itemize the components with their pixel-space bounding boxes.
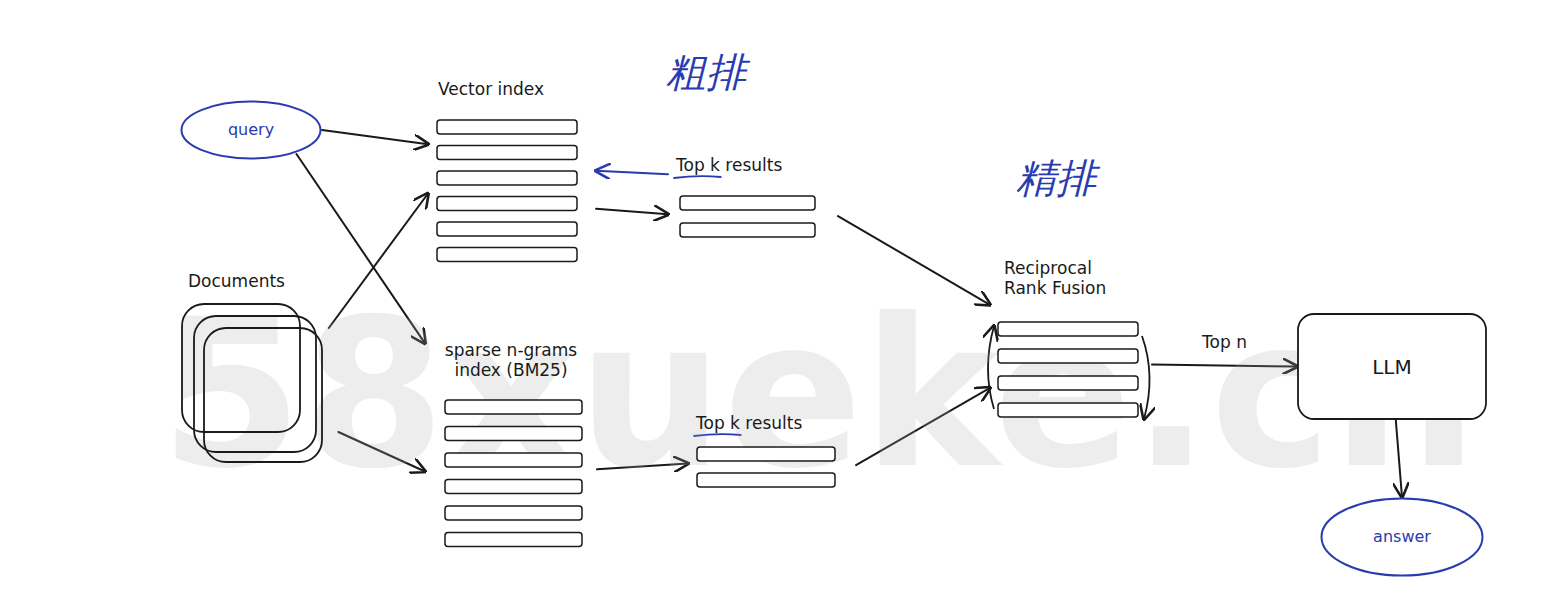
fusion-list: Reciprocal Rank Fusion xyxy=(990,255,1152,421)
list-row xyxy=(445,427,582,441)
handwritten-note: 精排 xyxy=(1016,156,1096,200)
query-ellipse: query xyxy=(180,100,322,160)
node-text: Reciprocal Rank Fusion xyxy=(990,255,1134,299)
ellipse-outline xyxy=(1322,499,1483,576)
list-row xyxy=(445,480,582,494)
list-row xyxy=(697,447,835,461)
results-list: Top k results xyxy=(668,152,838,241)
underline-mark xyxy=(674,176,721,178)
documents-stack: Documents xyxy=(180,268,340,468)
node-text: answer xyxy=(1373,527,1431,546)
list-row xyxy=(437,171,577,185)
node-outline xyxy=(428,76,596,266)
list-row xyxy=(680,196,815,210)
document-sheet xyxy=(204,328,322,462)
list-row xyxy=(437,146,577,160)
list-row xyxy=(437,222,577,236)
list-row xyxy=(445,453,582,467)
node-text: query xyxy=(228,120,274,139)
answer-ellipse: answer xyxy=(1320,497,1484,577)
llm-box: LLM xyxy=(1297,313,1487,420)
list-row xyxy=(998,376,1138,390)
list-row xyxy=(998,322,1138,336)
node-text: Documents xyxy=(180,268,340,291)
list-row xyxy=(445,533,582,547)
list-row xyxy=(998,349,1138,363)
node-text: LLM xyxy=(1372,355,1412,379)
arrow-connector xyxy=(322,130,428,144)
list-row xyxy=(437,120,577,134)
ellipse-outline xyxy=(182,102,321,159)
node-text: sparse n-grams index (BM25) xyxy=(436,337,586,381)
node-text: Top k results xyxy=(668,152,838,175)
edge-label: Top n xyxy=(1199,332,1250,352)
node-text: Top k results xyxy=(688,410,856,433)
rounded-box xyxy=(1298,314,1486,419)
node-text: Vector index xyxy=(428,76,596,99)
list-row xyxy=(697,473,835,487)
list-row xyxy=(680,223,815,237)
node-outline xyxy=(180,268,340,468)
list-row xyxy=(437,197,577,211)
vector-index: Vector index xyxy=(428,76,596,266)
results-list: Top k results xyxy=(688,410,856,491)
arrow-connector xyxy=(596,209,668,215)
arrow-connector xyxy=(596,171,668,175)
handwritten-note: 粗排 xyxy=(666,50,746,94)
list-row xyxy=(437,248,577,262)
document-sheet xyxy=(194,316,316,452)
list-row xyxy=(445,506,582,520)
sparse-index: sparse n-grams index (BM25) xyxy=(425,337,597,551)
list-row xyxy=(998,403,1138,417)
list-row xyxy=(445,400,582,414)
